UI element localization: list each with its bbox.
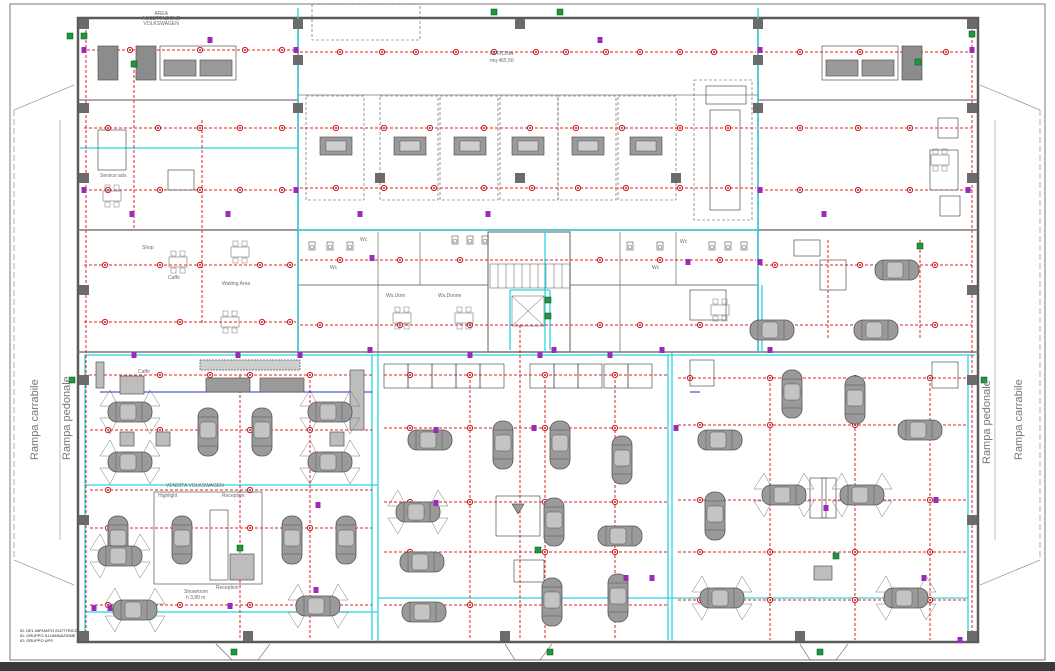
green-outlets bbox=[66, 8, 988, 656]
red-lighting-circuits bbox=[82, 30, 973, 640]
showroom-label: Showroom bbox=[184, 589, 208, 595]
reception-area-label: AREA ACCETTAZIONE VOLKSWAGEN bbox=[142, 11, 181, 27]
legend-line-2: ID: GRUPPO ILLUMINAZIONE bbox=[20, 633, 76, 638]
showroom-furniture bbox=[95, 359, 959, 585]
chairs bbox=[102, 148, 950, 334]
wc-label-b: Wc bbox=[360, 237, 368, 243]
workshop-area-label: mq 465,50 bbox=[490, 58, 514, 64]
bottom-bar bbox=[0, 662, 1055, 671]
lighting-fixtures bbox=[96, 46, 950, 609]
legend-line-1: ID: DEL IMPIANTO ELETTRICO bbox=[20, 628, 78, 633]
caffe-label-mid: Caffe bbox=[138, 369, 150, 375]
sales-label: VENDITA VOLKSWAGEN bbox=[166, 483, 224, 489]
wc-label-c: Wc bbox=[680, 239, 688, 245]
wc-men-label: Ws.Uom bbox=[386, 293, 406, 299]
shop-label: Shop bbox=[142, 245, 154, 251]
bay-lifts bbox=[319, 85, 747, 211]
exit-ramps bbox=[215, 643, 849, 661]
wc-women-label: Ws.Donne bbox=[438, 293, 462, 299]
waiting-area-label: Waiting Area bbox=[222, 281, 251, 287]
reception-label-bottom: Reception bbox=[216, 585, 239, 591]
showroom-height-label: h 3,80 m bbox=[186, 595, 206, 601]
ramp-right-carrabile-label: Rampa carrabile bbox=[1013, 379, 1025, 460]
reception-furniture bbox=[97, 45, 961, 321]
structural-columns bbox=[79, 19, 977, 641]
reception-label-top: Reception bbox=[222, 493, 245, 499]
workshop-bays bbox=[305, 3, 753, 221]
ramp-left-carrabile-label: Rampa carrabile bbox=[29, 379, 41, 460]
legend-line-3: ID: GRUPPO UPS bbox=[20, 638, 53, 643]
highlight-label: Highlight bbox=[158, 493, 178, 499]
staircase bbox=[489, 263, 571, 327]
legend: ID: DEL IMPIANTO ELETTRICO ID: GRUPPO IL… bbox=[20, 628, 78, 643]
ramp-left-pedonale-label: Rampa pedonale bbox=[61, 376, 73, 460]
cyan-circuits bbox=[80, 8, 975, 640]
wc-label-a: Wc bbox=[330, 265, 338, 271]
workshop-label: OFFICINA bbox=[490, 51, 514, 57]
service-adv-label: Service adv. bbox=[100, 173, 128, 179]
ramp-right-pedonale-label: Rampa pedonale bbox=[981, 380, 993, 464]
wc-label-d: Wc bbox=[652, 265, 660, 271]
caffe-label-left: Caffe bbox=[168, 275, 180, 281]
